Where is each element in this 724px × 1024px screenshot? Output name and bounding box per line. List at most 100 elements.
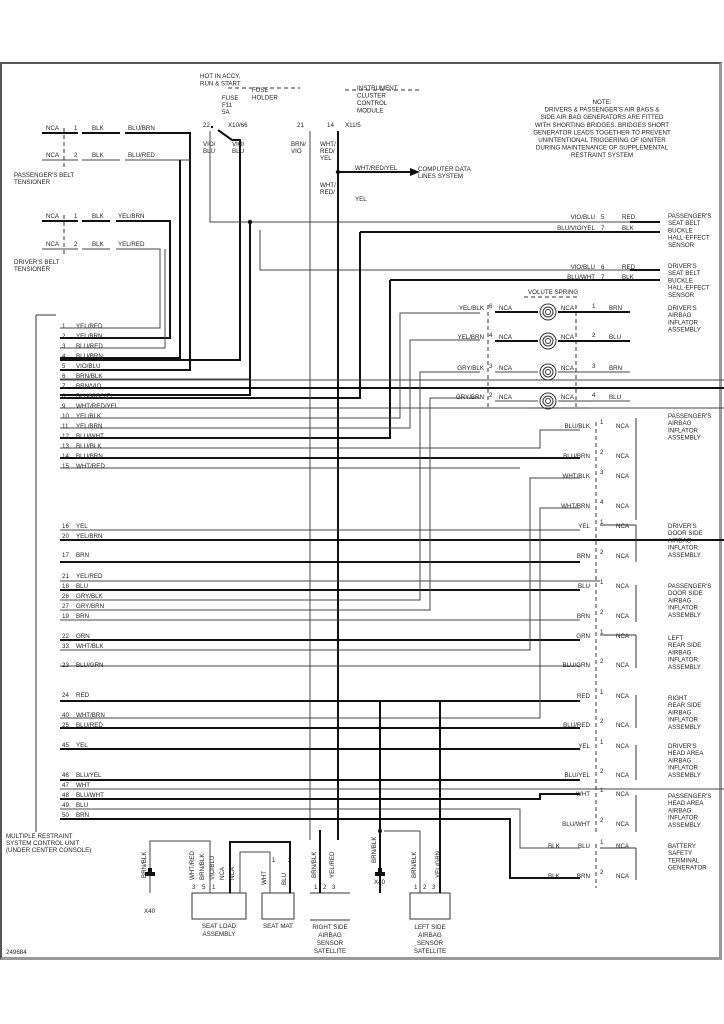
component-name: AIRBAG [668, 807, 692, 814]
wire-label: GRY/BRN [456, 394, 484, 401]
wire-label: RED/ [320, 189, 335, 196]
fuse-holder-label: FUSE [252, 87, 269, 94]
cu-pin-number: 50 [62, 812, 69, 819]
wire-label: NCA [229, 866, 236, 880]
cu-wire-label: BLU/WHT [76, 433, 104, 440]
wire-label: BLU/YEL [565, 772, 591, 779]
wire-label: YEL/RED [329, 851, 336, 878]
wire-label: BLU/BRN [128, 125, 155, 132]
wire-label: YEL [578, 523, 590, 530]
wire-label: GRY/BLK [457, 365, 485, 372]
pin-number: 7 [601, 274, 605, 281]
pin-number: 1 [600, 419, 604, 426]
cu-pin-number: 5 [62, 363, 66, 370]
cu-wire-label: BLU [76, 583, 88, 590]
note-text: GENERATOR LEADS TOGETHER TO PREVENT [533, 129, 671, 136]
wire-label: BRN/BLK [311, 851, 318, 878]
cu-pin-number: 45 [62, 742, 69, 749]
cu-pin-number: 18 [62, 583, 69, 590]
component-name: DOOR SIDE [668, 590, 703, 597]
nca-label: NCA [561, 365, 575, 372]
fuse-label: 5A [222, 109, 230, 116]
component-name: SENSOR [668, 292, 695, 299]
cu-pin-number: 46 [62, 772, 69, 779]
cu-pin-number: 33 [62, 643, 69, 650]
component-name: AIRBAG [668, 597, 692, 604]
wire-label: VIO/BLU [571, 214, 595, 221]
wire-color-label: RED [622, 214, 636, 221]
cu-pin-number: 27 [62, 603, 69, 610]
pin-number: 4 [600, 499, 604, 506]
cu-wire-label: YEL/RED [76, 573, 103, 580]
component-name: BUCKLE [668, 227, 693, 234]
nca-label: NCA [616, 503, 630, 510]
component-name: HALL-EFFECT [668, 285, 710, 292]
component-name: AIRBAG [318, 932, 342, 939]
component-name: LEFT [668, 635, 683, 642]
nca-label: NCA [616, 873, 630, 880]
component-name: SEAT BELT [668, 270, 701, 277]
component-name: PASSENGER'S BELT [14, 172, 74, 179]
nca-label: NCA [616, 722, 630, 729]
wire-label: YEL/BRN [118, 213, 144, 220]
component-name: DRIVER'S [668, 743, 697, 750]
cu-wire-label: GRN [76, 633, 90, 640]
cu-wire-label: BRN/VIO [76, 383, 102, 390]
pin-number: 2 [74, 241, 78, 248]
wire-label: YEL/RED [118, 241, 145, 248]
note-text: UNINTENTIONAL TRIGGERING OF IGNITER [538, 137, 666, 144]
pin-number: 3 [432, 884, 436, 891]
pin-number: 2 [423, 884, 427, 891]
pin-number: 7 [601, 225, 605, 232]
cu-wire-label: BLU/RED [76, 722, 103, 729]
computer-data-lines-label: COMPUTER DATA [418, 166, 472, 173]
component-name: SEAT LOAD [202, 923, 237, 930]
wire-label: BRN [577, 873, 590, 880]
nca-label: NCA [616, 423, 630, 430]
cu-wire-label: BLU/VIO/YEL [76, 393, 114, 400]
wire-label: WHT/BRN [561, 503, 590, 510]
cu-pin-number: 23 [62, 662, 69, 669]
pin-number: 2 [600, 549, 604, 556]
wire-label: BRN [577, 613, 590, 620]
power-connector: X10/66 [228, 122, 248, 129]
component-name: SEAT MAT [263, 923, 293, 930]
fuse-holder-label: HOLDER [252, 95, 278, 102]
note-text: DURING MAINTENANCE OF SUPPLEMENTAL [536, 145, 669, 152]
component-name: DRIVER'S [668, 263, 697, 270]
cu-pin-number: 47 [62, 782, 69, 789]
wire-label: YEL/GRN [435, 851, 442, 878]
wire-label: BLU/WHT [567, 274, 595, 281]
nca-label: NCA [46, 125, 60, 132]
cu-wire-label: YEL/BRN [76, 533, 102, 540]
cu-pin-number: 25 [62, 722, 69, 729]
component-name: SENSOR [668, 242, 695, 249]
component-name: HEAD AREA [668, 750, 704, 757]
cu-wire-label: YEL [76, 523, 88, 530]
note-text: NOTE: [593, 99, 612, 106]
cu-wire-label: BLU/BRN [76, 353, 103, 360]
wire-label: WHT/ [320, 141, 336, 148]
cu-wire-label: BLU/YEL [76, 772, 102, 779]
cu-wire-label: WHT [76, 782, 90, 789]
cu-pin-number: 22 [62, 633, 69, 640]
cu-pin-number: 26 [62, 593, 69, 600]
component-name: RIGHT SIDE [312, 924, 347, 931]
wire-color-label: BLU [609, 394, 621, 401]
wire-label: WHT [576, 791, 590, 798]
cu-wire-label: WHT/RED [76, 463, 105, 470]
cu-wire-label: RED [76, 692, 90, 699]
cu-pin-number: 24 [62, 692, 69, 699]
right-sensor-box [310, 892, 350, 921]
component-name: PASSENGER'S [668, 793, 711, 800]
wire-label: VIO/ [232, 141, 245, 148]
pin-number: 1 [74, 125, 78, 132]
wire-color-label: BLK [92, 241, 105, 248]
control-unit-name: MULTIPLE RESTRAINT [6, 833, 73, 840]
component-name: DRIVER'S BELT [14, 259, 60, 266]
wire-color-label: BLK [548, 843, 561, 850]
nca-label: NCA [561, 334, 575, 341]
pin-number: 1 [414, 884, 418, 891]
wire-label: GRN [576, 633, 590, 640]
